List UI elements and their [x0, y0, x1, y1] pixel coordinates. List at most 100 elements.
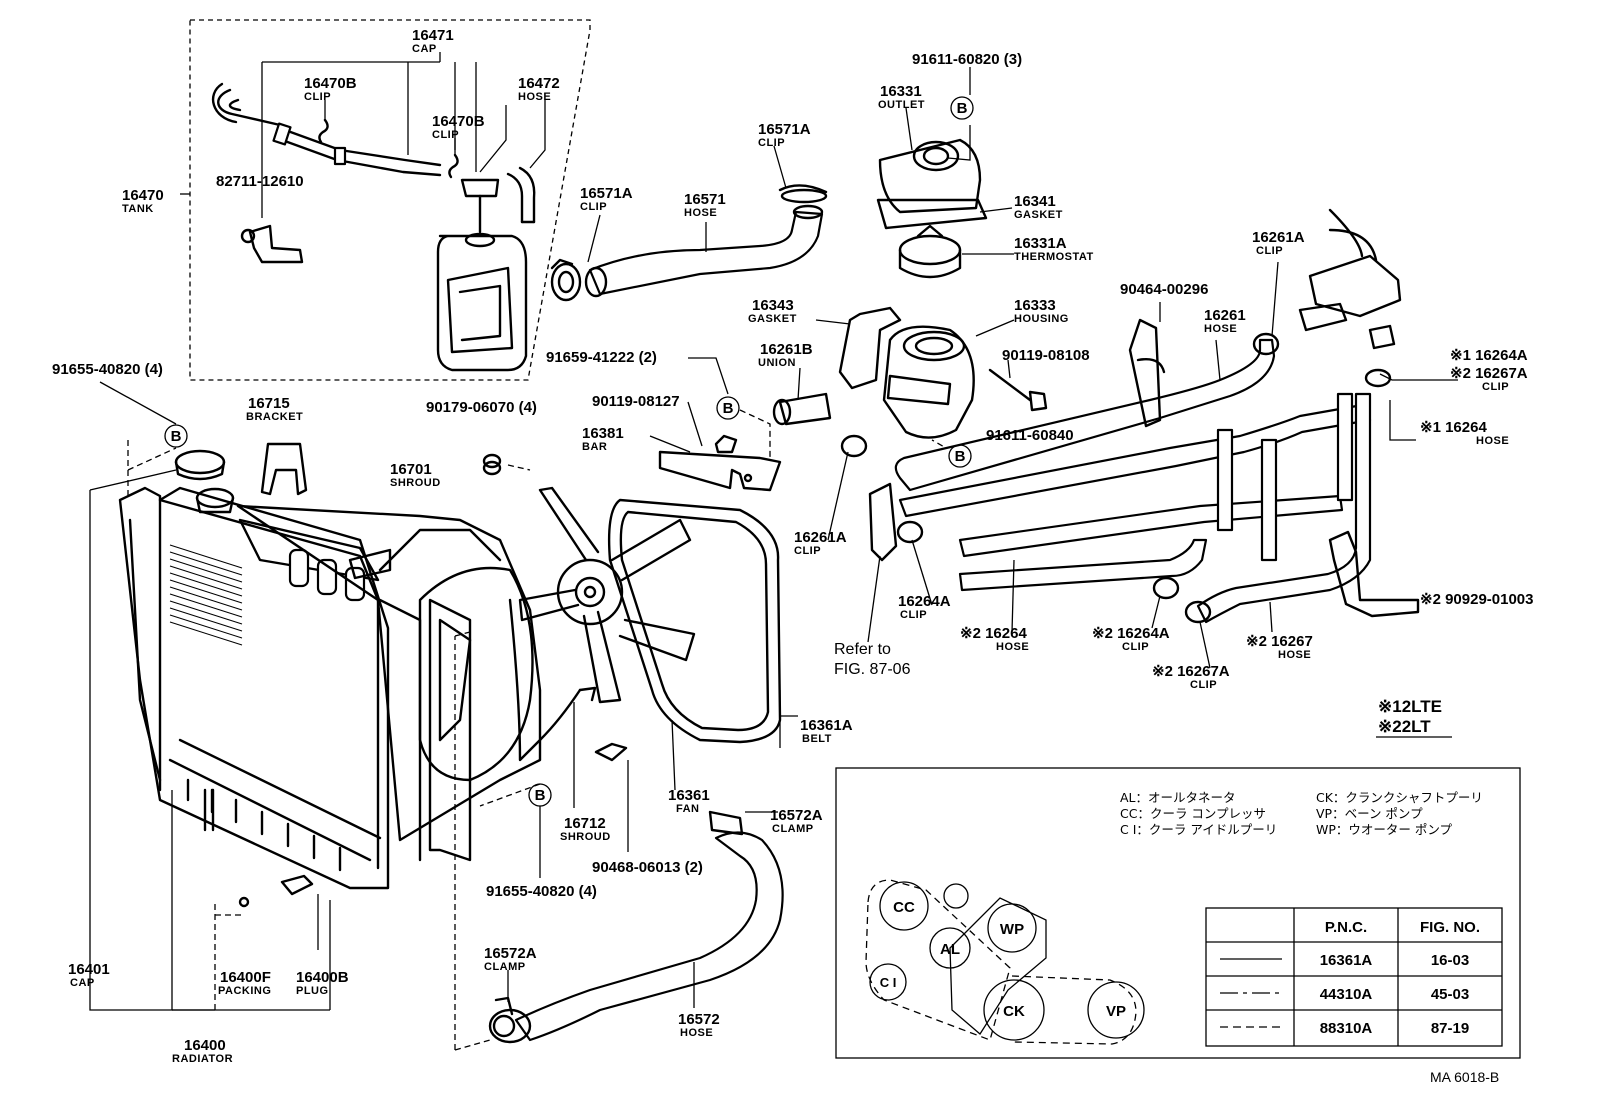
- svg-text:16361A: 16361A: [800, 717, 853, 734]
- fan-and-belt: [508, 486, 798, 852]
- svg-text:HOSE: HOSE: [680, 1027, 713, 1039]
- bolt-marker-text: B: [957, 100, 968, 117]
- svg-text:HOSE: HOSE: [518, 91, 551, 103]
- callout-90468-06013: 90468-06013 (2): [592, 859, 703, 876]
- svg-text:16470: 16470: [122, 187, 164, 204]
- bar-group: [649, 357, 782, 492]
- svg-text:91659-41222 (2): 91659-41222 (2): [546, 349, 657, 366]
- svg-text:HOUSING: HOUSING: [1014, 313, 1069, 325]
- bolt-marker-text: B: [723, 400, 734, 417]
- svg-text:16261A: 16261A: [1252, 229, 1305, 246]
- svg-text:16400: 16400: [184, 1037, 226, 1054]
- thermostat-group: [772, 67, 1048, 457]
- callout-90119-08127: 90119-08127: [592, 393, 680, 410]
- svg-text:HOSE: HOSE: [684, 207, 717, 219]
- svg-text:BAR: BAR: [582, 441, 607, 453]
- svg-text:16343: 16343: [752, 297, 794, 314]
- svg-text:16400B: 16400B: [296, 969, 349, 986]
- svg-text:91611-60820 (3): 91611-60820 (3): [912, 51, 1022, 68]
- svg-text:16331A: 16331A: [1014, 235, 1067, 252]
- svg-text:16261A: 16261A: [794, 529, 847, 546]
- lower-hose: [488, 810, 784, 1044]
- pulley-small: [943, 883, 969, 909]
- callout-90929-01003: ※2 90929-01003: [1420, 591, 1534, 608]
- bolt-markers: B B B B B: [99, 96, 974, 1051]
- svg-text:※2 16264: ※2 16264: [960, 625, 1027, 642]
- svg-text:CLAMP: CLAMP: [772, 823, 814, 835]
- callout-91655-40820-b: 91655-40820 (4): [486, 883, 597, 900]
- svg-text:THERMOSTAT: THERMOSTAT: [1014, 251, 1094, 263]
- svg-text:CLAMP: CLAMP: [484, 961, 526, 973]
- svg-text:16331: 16331: [880, 83, 922, 100]
- pulley-al: AL: [929, 927, 971, 969]
- callout-90119-08108: 90119-08108: [1002, 347, 1090, 364]
- refer-to-line1: Refer to: [834, 641, 891, 658]
- svg-text:CC: CC: [893, 899, 915, 916]
- svg-text:16381: 16381: [582, 425, 624, 442]
- svg-text:16572A: 16572A: [770, 807, 823, 824]
- svg-text:VP：ベーン ポンプ: VP：ベーン ポンプ: [1316, 806, 1423, 821]
- svg-text:16470B: 16470B: [432, 113, 485, 130]
- svg-text:16715: 16715: [248, 395, 290, 412]
- table-header-fig: FIG. NO.: [1420, 919, 1480, 936]
- svg-text:AL: AL: [940, 941, 960, 958]
- svg-text:CLIP: CLIP: [304, 91, 331, 103]
- svg-text:90119-08108: 90119-08108: [1002, 347, 1090, 364]
- svg-text:16571A: 16571A: [758, 121, 811, 138]
- svg-text:TANK: TANK: [122, 203, 154, 215]
- figure-code: MA 6018-B: [1430, 1069, 1499, 1085]
- svg-text:UNION: UNION: [758, 357, 796, 369]
- svg-text:16264A: 16264A: [898, 593, 951, 610]
- svg-text:PACKING: PACKING: [218, 985, 271, 997]
- callout-91659-41222: 91659-41222 (2): [546, 349, 657, 366]
- radiator: [89, 440, 390, 1011]
- callout-91655-40820-a: 91655-40820 (4): [52, 361, 163, 378]
- svg-text:WP：ウオーター ポンプ: WP：ウオーター ポンプ: [1316, 822, 1452, 837]
- svg-text:※2 90929-01003: ※2 90929-01003: [1420, 591, 1534, 608]
- pulley-wp: WP: [987, 903, 1037, 953]
- svg-text:C I: C I: [880, 975, 897, 990]
- pulley-ck: CK: [983, 979, 1045, 1041]
- upper-hose: [550, 145, 828, 302]
- svg-text:16571A: 16571A: [580, 185, 633, 202]
- svg-text:HOSE: HOSE: [996, 641, 1029, 653]
- svg-text:※2 16267A: ※2 16267A: [1152, 663, 1230, 680]
- bolt-marker-text: B: [955, 448, 966, 465]
- svg-text:RADIATOR: RADIATOR: [172, 1053, 233, 1065]
- svg-text:FAN: FAN: [676, 803, 700, 815]
- svg-text:CAP: CAP: [412, 43, 437, 55]
- table-header-pnc: P.N.C.: [1325, 919, 1367, 936]
- svg-text:WP: WP: [1000, 921, 1024, 938]
- table-cell-pnc: 44310A: [1320, 986, 1373, 1003]
- pulley-ci: C I: [869, 963, 907, 1001]
- svg-text:90464-00296: 90464-00296: [1120, 281, 1208, 298]
- svg-text:16712: 16712: [564, 815, 606, 832]
- callout-16264a-top: ※1 16264A: [1450, 347, 1528, 364]
- bolt-marker-text: B: [535, 787, 546, 804]
- pulley-vp: VP: [1087, 981, 1145, 1039]
- belt-routing-inset: AL：オールタネータ CC：クーラ コンプレッサ C I：クーラ アイドルプーリ…: [835, 767, 1521, 1059]
- svg-text:HOSE: HOSE: [1278, 649, 1311, 661]
